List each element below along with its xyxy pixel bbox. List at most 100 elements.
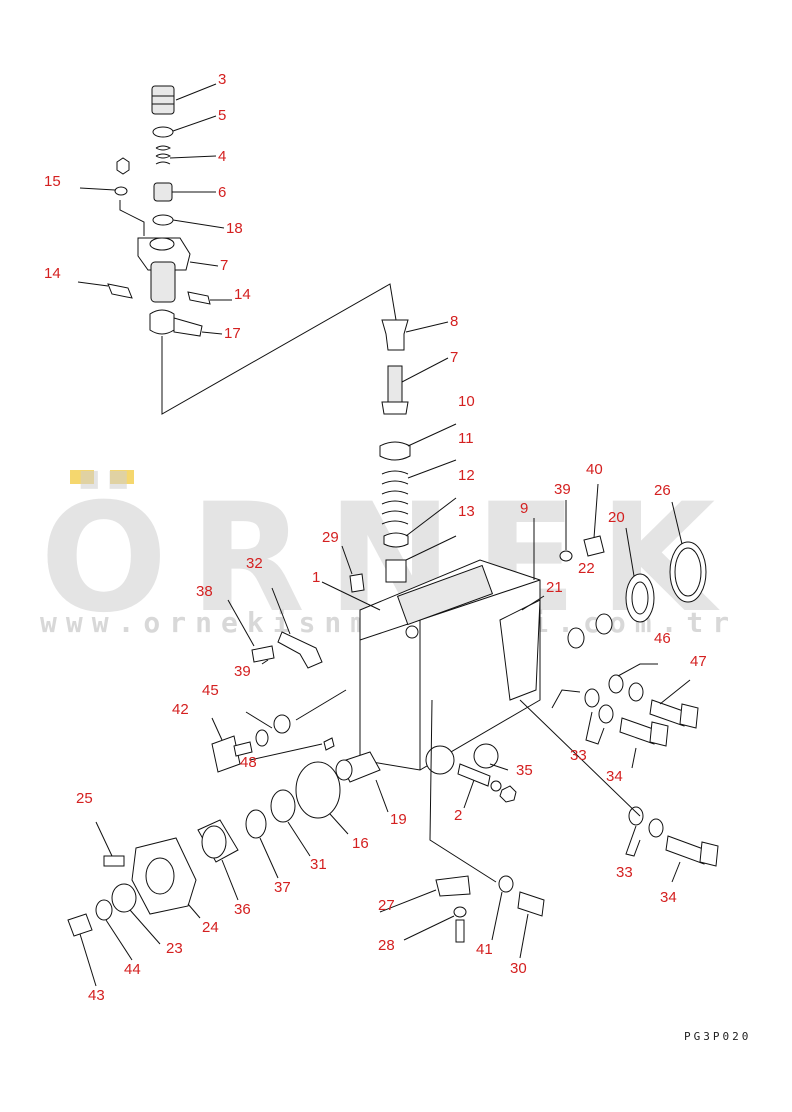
part-label: 33 [570, 747, 587, 764]
part-label: 7 [220, 257, 228, 274]
leader-lines [77, 83, 691, 987]
part-28-washer [453, 906, 467, 918]
part-34-bolt-b [665, 835, 707, 865]
part-label: 5 [218, 107, 226, 124]
part-18-gasket [152, 214, 174, 226]
part-label: 35 [516, 762, 533, 779]
part-label: 44 [124, 961, 141, 978]
part-label: 17 [224, 325, 241, 342]
part-8-guide [381, 319, 409, 351]
part-label: 10 [458, 393, 475, 410]
part-label: 28 [378, 937, 395, 954]
part-2-stud [457, 763, 491, 787]
part-16-oring [295, 761, 341, 819]
part-33-washer-d [648, 818, 664, 838]
part-label: 43 [88, 987, 105, 1004]
part-label: 45 [202, 682, 219, 699]
pump-housing [335, 559, 541, 897]
part-33-washer-b [598, 704, 614, 724]
part-label: 33 [616, 864, 633, 881]
part-46-washer-a [608, 674, 624, 694]
part-27-bracket [435, 875, 471, 897]
part-40-cap [583, 535, 605, 557]
part-13-tappet [385, 559, 407, 583]
part-45-washer [273, 714, 291, 734]
part-label: 21 [546, 579, 563, 596]
delivery-valve-assembly [107, 85, 211, 337]
plunger-assembly [379, 319, 411, 583]
part-42-actuator [211, 735, 241, 773]
part-33-washer-c [628, 806, 644, 826]
part-label: 22 [578, 560, 595, 577]
part-label: 32 [246, 555, 263, 572]
part-label: 1 [312, 569, 320, 586]
part-label: 37 [274, 879, 291, 896]
part-46-washer-b [628, 682, 644, 702]
part-label: 3 [218, 71, 226, 88]
part-label: 14 [44, 265, 61, 282]
part-12-seat [383, 532, 409, 548]
part-17-sleeve [149, 309, 175, 335]
part-29-fitting [349, 573, 365, 593]
part-23-bearing [111, 883, 137, 913]
watermark-accent-left [70, 470, 94, 484]
part-47-bolt [649, 699, 687, 727]
left-components [67, 573, 365, 937]
part-label: 40 [586, 461, 603, 478]
part-label: 42 [172, 701, 189, 718]
part-44-ring [95, 899, 113, 921]
part-label: 20 [608, 509, 625, 526]
part-15-washer [114, 186, 128, 196]
part-43-sleeve [67, 913, 93, 937]
part-label: 26 [654, 482, 671, 499]
part-label: 30 [510, 960, 527, 977]
delivery-holders-row [396, 564, 494, 626]
part-22-seal [595, 613, 613, 635]
part-14-shim-left [107, 283, 133, 299]
part-3-valve-holder [151, 85, 175, 115]
part-label: 34 [660, 889, 677, 906]
part-label: 31 [310, 856, 327, 873]
part-label: 11 [458, 430, 474, 447]
part-label: 19 [390, 811, 407, 828]
part-label: 41 [476, 941, 493, 958]
part-5-oring [152, 126, 174, 138]
part-15-nut [116, 157, 130, 175]
part-48-key [323, 737, 335, 751]
part-label: 46 [654, 630, 671, 647]
part-33-washer-a [584, 688, 600, 708]
part-label: 24 [202, 919, 219, 936]
part-label: 25 [76, 790, 93, 807]
part-35-plug [473, 743, 499, 769]
part-label: 7 [450, 349, 458, 366]
part-34-bolt-a [619, 717, 657, 745]
part-label: 8 [450, 313, 458, 330]
part-25-bolt [103, 855, 125, 867]
part-label: 23 [166, 940, 183, 957]
part-32-bracket [277, 631, 323, 669]
part-label: 2 [454, 807, 462, 824]
part-label: 39 [554, 481, 571, 498]
part-label: 39 [234, 663, 251, 680]
part-10-seat [379, 441, 411, 461]
part-label: 27 [378, 897, 395, 914]
watermark-accent-right [110, 470, 134, 484]
part-4-spring [155, 145, 172, 165]
part-7-plunger [387, 365, 403, 405]
part-30-bolt [517, 891, 545, 917]
part-14-shim-right [187, 291, 211, 305]
part-label: 6 [218, 184, 226, 201]
drawing-code: PG3P020 [684, 1030, 751, 1043]
part-label: 29 [322, 529, 339, 546]
part-7-barrel [150, 261, 176, 303]
part-label: 18 [226, 220, 243, 237]
part-label: 16 [352, 835, 369, 852]
part-39-bolt [251, 645, 275, 663]
part-28-bolt [455, 919, 465, 943]
part-11-spring [381, 470, 409, 525]
part-label: 4 [218, 148, 226, 165]
part-label: 15 [44, 173, 61, 190]
part-39-nut [559, 550, 573, 562]
part-label: 38 [196, 583, 213, 600]
